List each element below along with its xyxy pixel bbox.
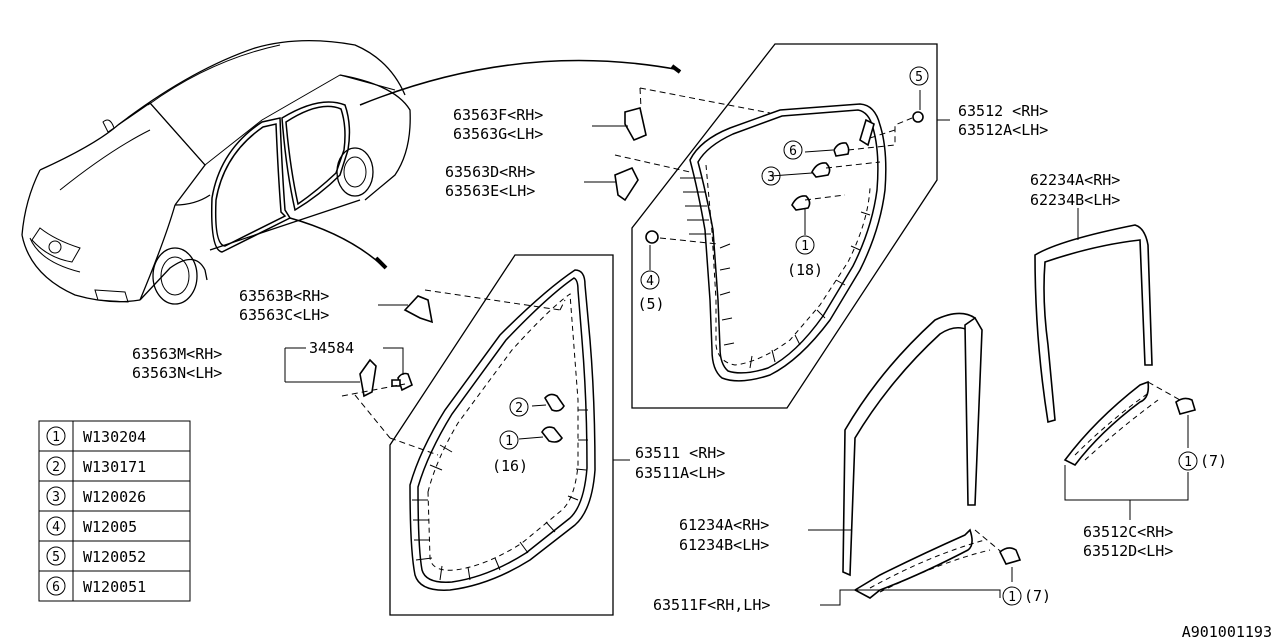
label-63563B: 63563B<RH> — [239, 287, 329, 305]
callout-1-rear: 1 — [801, 239, 809, 254]
legend-num-2: 2 — [52, 460, 60, 475]
qty-front: (16) — [492, 457, 528, 475]
front-door-panel — [354, 254, 630, 616]
label-63512D: 63512D<LH> — [1083, 542, 1173, 560]
part-63563M-N — [284, 347, 413, 398]
diagram-code: A901001193 — [1182, 623, 1272, 640]
qty-right: (7) — [1200, 452, 1227, 470]
part-63512C-D — [1063, 208, 1197, 520]
legend-num-1: 1 — [52, 430, 60, 445]
callout-3: 3 — [767, 170, 775, 185]
label-63563M: 63563M<RH> — [132, 345, 222, 363]
label-63563E: 63563E<LH> — [445, 182, 535, 200]
legend-num-6: 6 — [52, 580, 60, 595]
part-63563B-C — [378, 289, 566, 324]
callout-4: 4 — [646, 274, 654, 289]
legend-num-4: 4 — [52, 520, 60, 535]
legend-code-6: W120051 — [83, 578, 146, 596]
legend-code-1: W130204 — [83, 428, 146, 446]
label-63563G: 63563G<LH> — [453, 125, 543, 143]
legend-code-2: W130171 — [83, 458, 146, 476]
callout-1-bottom: 1 — [1008, 590, 1016, 605]
label-62234A: 62234A<RH> — [1030, 171, 1120, 189]
part-63563F-G — [592, 87, 771, 142]
label-63563D: 63563D<RH> — [445, 163, 535, 181]
label-63511F: 63511F<RH,LH> — [653, 596, 770, 614]
legend-table: 1 2 3 4 5 6 W130204 W130171 W120026 W120… — [38, 420, 191, 602]
label-61234B: 61234B<LH> — [679, 536, 769, 554]
qty-rear: (18) — [787, 261, 823, 279]
label-34584: 34584 — [309, 339, 354, 357]
callout-6: 6 — [789, 144, 797, 159]
label-62234B: 62234B<LH> — [1030, 191, 1120, 209]
rear-sash-molding — [1034, 224, 1153, 424]
label-63563F: 63563F<RH> — [453, 106, 543, 124]
label-63512A: 63512A<LH> — [958, 121, 1048, 139]
callout-1-front: 1 — [505, 434, 513, 449]
label-63563N: 63563N<LH> — [132, 364, 222, 382]
car-illustration — [21, 40, 682, 305]
rear-door-panel — [631, 43, 950, 409]
qty-bottom: (7) — [1024, 587, 1051, 605]
callout-5-top: 5 — [915, 70, 923, 85]
legend-num-5: 5 — [52, 550, 60, 565]
label-63563C: 63563C<LH> — [239, 306, 329, 324]
rear-door-clips — [645, 111, 924, 244]
part-63563D-E — [584, 154, 691, 202]
label-63512: 63512 <RH> — [958, 102, 1048, 120]
callout-labels: 5 6 3 1 (18) 4 (5) 2 1 (16) 1 (7) 1 (7) — [492, 70, 1227, 605]
front-sash-molding — [842, 312, 983, 577]
part-63511F — [820, 528, 1022, 606]
legend-code-5: W120052 — [83, 548, 146, 566]
label-61234A: 61234A<RH> — [679, 516, 769, 534]
legend-num-3: 3 — [52, 490, 60, 505]
qty-c4: (5) — [637, 295, 664, 313]
callout-2: 2 — [515, 401, 523, 416]
label-63511: 63511 <RH> — [635, 444, 725, 462]
label-63511A: 63511A<LH> — [635, 464, 725, 482]
callout-circles — [499, 66, 1198, 606]
legend-code-3: W120026 — [83, 488, 146, 506]
label-63512C: 63512C<RH> — [1083, 523, 1173, 541]
callout-1-right: 1 — [1184, 455, 1192, 470]
legend-code-4: W12005 — [83, 518, 137, 536]
part-number-labels: 63563F<RH> 63563G<LH> 63563D<RH> 63563E<… — [132, 102, 1173, 614]
